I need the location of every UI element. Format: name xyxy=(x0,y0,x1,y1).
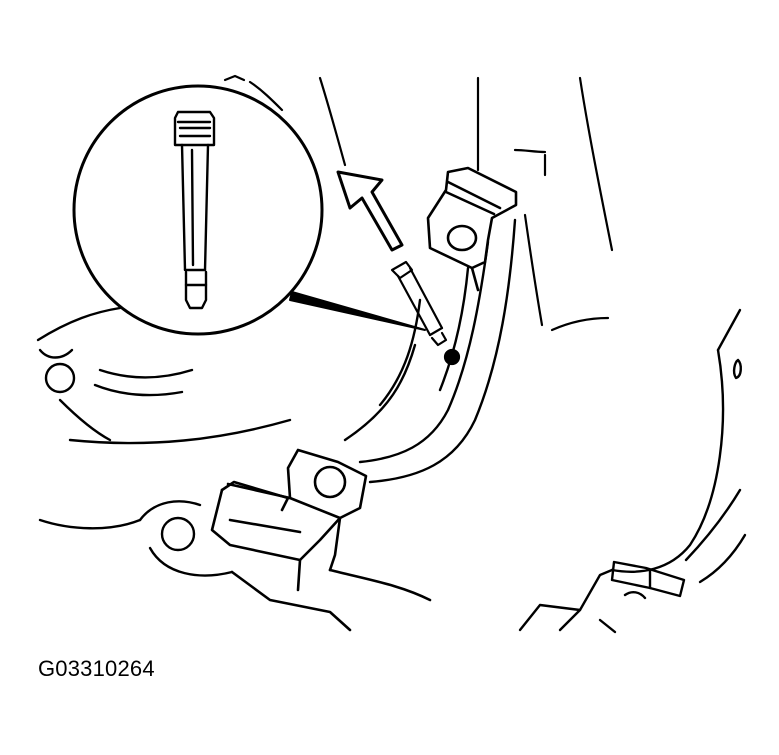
left-lower-housing xyxy=(36,306,292,577)
pin-icon xyxy=(173,110,216,310)
engine-housing-outline xyxy=(223,74,614,332)
removal-arrow-icon xyxy=(336,170,404,252)
magnified-view xyxy=(72,84,324,336)
right-side-component xyxy=(518,308,747,634)
engine-component-diagram xyxy=(36,74,747,634)
magnifier-pointer xyxy=(289,291,426,331)
lower-bracket xyxy=(210,448,432,632)
mounting-arm xyxy=(343,218,517,484)
figure-code: G03310264 xyxy=(38,656,155,681)
upper-bracket xyxy=(426,166,518,292)
guide-pin xyxy=(390,260,461,366)
